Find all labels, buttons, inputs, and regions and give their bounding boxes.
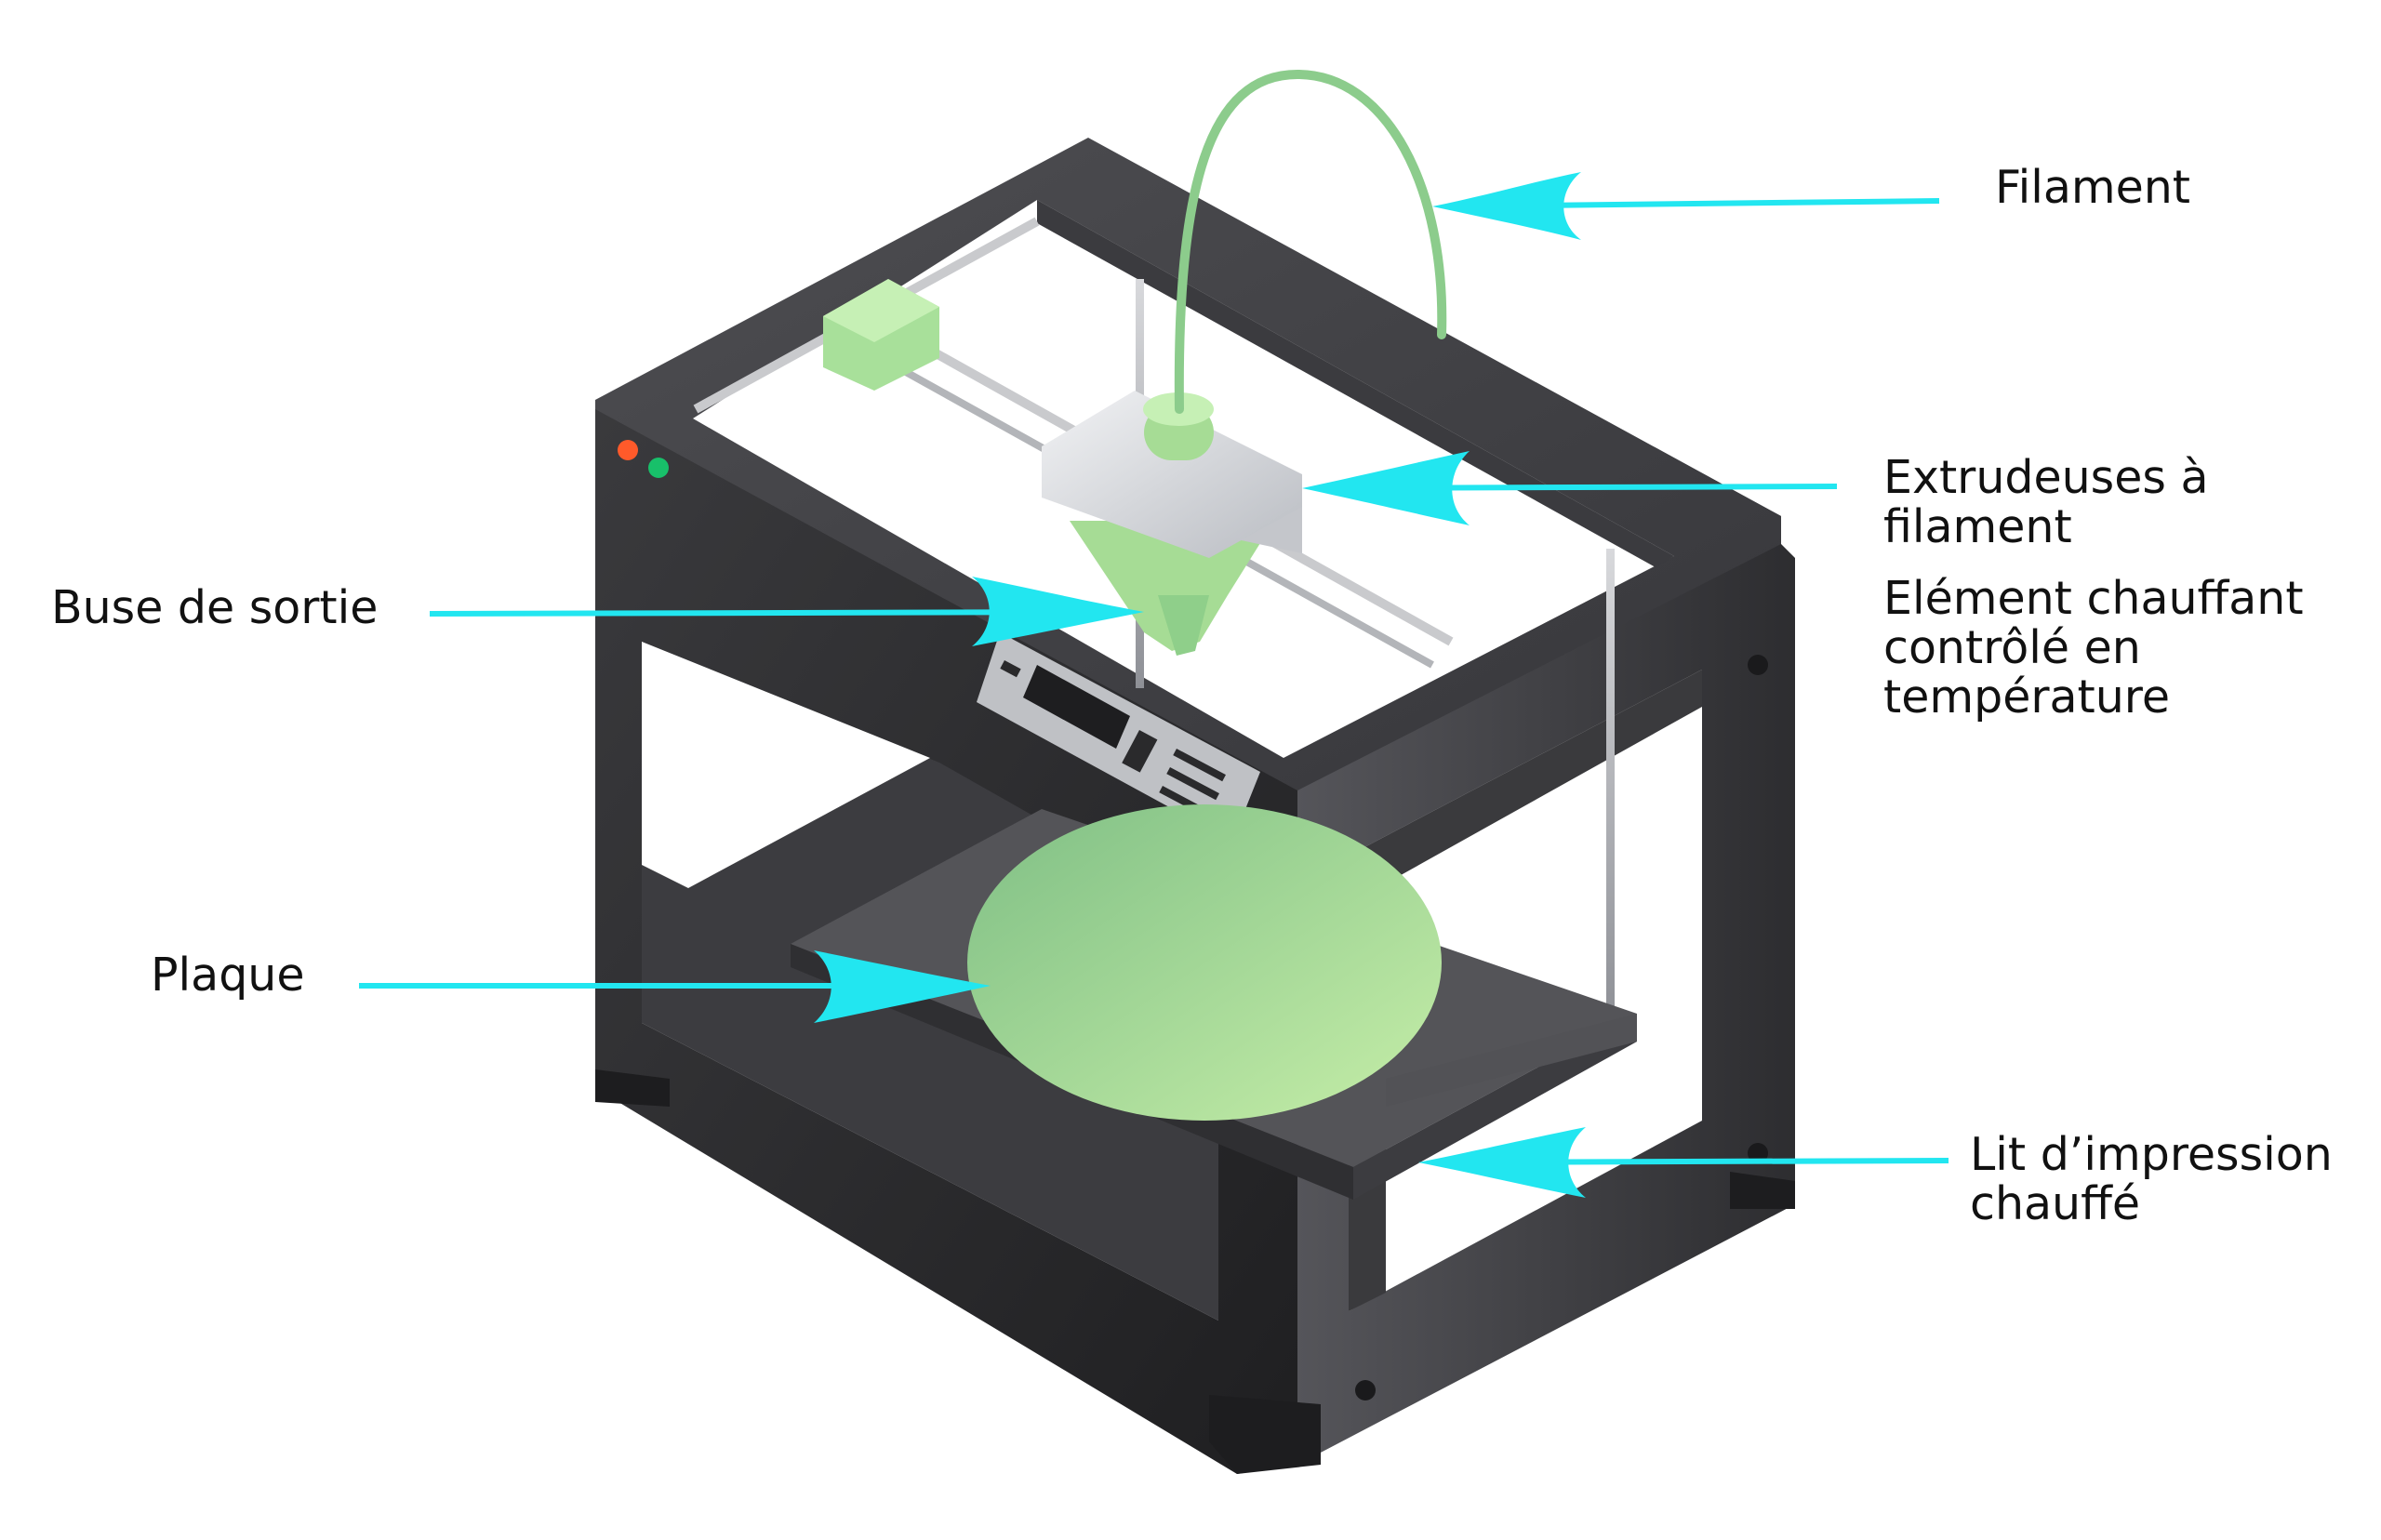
label-element-line2: contrôlé en bbox=[1883, 621, 2141, 674]
panel-key bbox=[1000, 660, 1021, 678]
label-lit-line1: Lit d’impression bbox=[1970, 1128, 2333, 1181]
foot-front bbox=[1209, 1395, 1321, 1474]
panel-screen bbox=[1023, 665, 1130, 749]
carriage-block-top bbox=[823, 279, 939, 342]
vertical-rod bbox=[1606, 549, 1615, 1023]
nozzle-cone bbox=[1070, 521, 1274, 651]
label-element-line1: Elément chauffant bbox=[1883, 572, 2304, 625]
printed-object bbox=[967, 804, 1442, 1121]
panel-key bbox=[1122, 730, 1158, 773]
arrowhead-extrudeuses bbox=[1302, 451, 1470, 525]
front-interior-upper bbox=[642, 642, 930, 888]
top-opening-shadow bbox=[1037, 200, 1674, 567]
labels: Filament Extrudeuses à filament Elément … bbox=[51, 161, 2333, 1230]
foot-left bbox=[595, 1069, 670, 1107]
plate-edge-right bbox=[1353, 1014, 1637, 1200]
led-red-icon bbox=[618, 440, 638, 460]
bolt bbox=[1355, 1380, 1376, 1401]
right-opening-interior bbox=[1349, 670, 1702, 1311]
nozzle-tip bbox=[1158, 595, 1209, 656]
label-element-line3: température bbox=[1883, 670, 2170, 724]
bed-right-visible bbox=[1386, 1014, 1637, 1107]
led-green-icon bbox=[648, 458, 669, 478]
panel-key bbox=[1166, 766, 1219, 801]
panel-key bbox=[1173, 748, 1226, 782]
label-filament: Filament bbox=[1995, 161, 2190, 214]
bolt bbox=[1748, 1143, 1768, 1163]
label-buse: Buse de sortie bbox=[51, 581, 378, 634]
head-block bbox=[1042, 391, 1302, 558]
label-plaque: Plaque bbox=[151, 949, 305, 1002]
arrowhead-plaque bbox=[814, 950, 991, 1023]
filament-strand bbox=[1174, 69, 1447, 414]
arrows bbox=[359, 172, 1949, 1198]
arrowhead-lit bbox=[1418, 1127, 1586, 1198]
arrowhead-buse bbox=[972, 577, 1144, 646]
foot-right bbox=[1730, 1172, 1795, 1209]
label-extrudeuses-line2: filament bbox=[1883, 500, 2072, 553]
label-lit-line2: chauffé bbox=[1970, 1177, 2140, 1230]
extruder-head bbox=[1042, 391, 1302, 656]
label-extrudeuses-line1: Extrudeuses à bbox=[1883, 451, 2208, 504]
arrowhead-filament bbox=[1432, 172, 1581, 240]
bolt bbox=[1748, 655, 1768, 675]
